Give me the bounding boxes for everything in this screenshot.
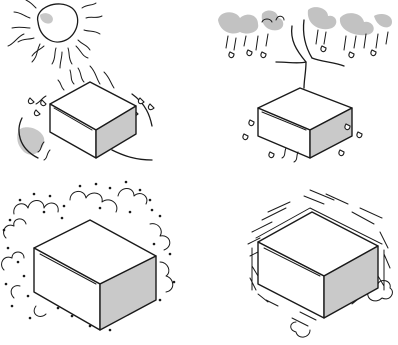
box-sun <box>49 81 137 159</box>
panel-sun-exposure <box>7 0 155 161</box>
panel-rain-exposure <box>218 7 392 163</box>
box-rain <box>242 87 363 163</box>
panel-vibration-exposure <box>247 189 393 338</box>
box-vibration <box>251 207 385 319</box>
dust-cloud-icon <box>1 188 174 317</box>
water-streams <box>275 19 345 89</box>
panel-dust-exposure <box>1 180 176 332</box>
box-dust <box>33 219 157 331</box>
sun-icon <box>7 0 103 69</box>
rain-clouds-icon <box>218 7 392 36</box>
rain-drops <box>225 29 389 59</box>
